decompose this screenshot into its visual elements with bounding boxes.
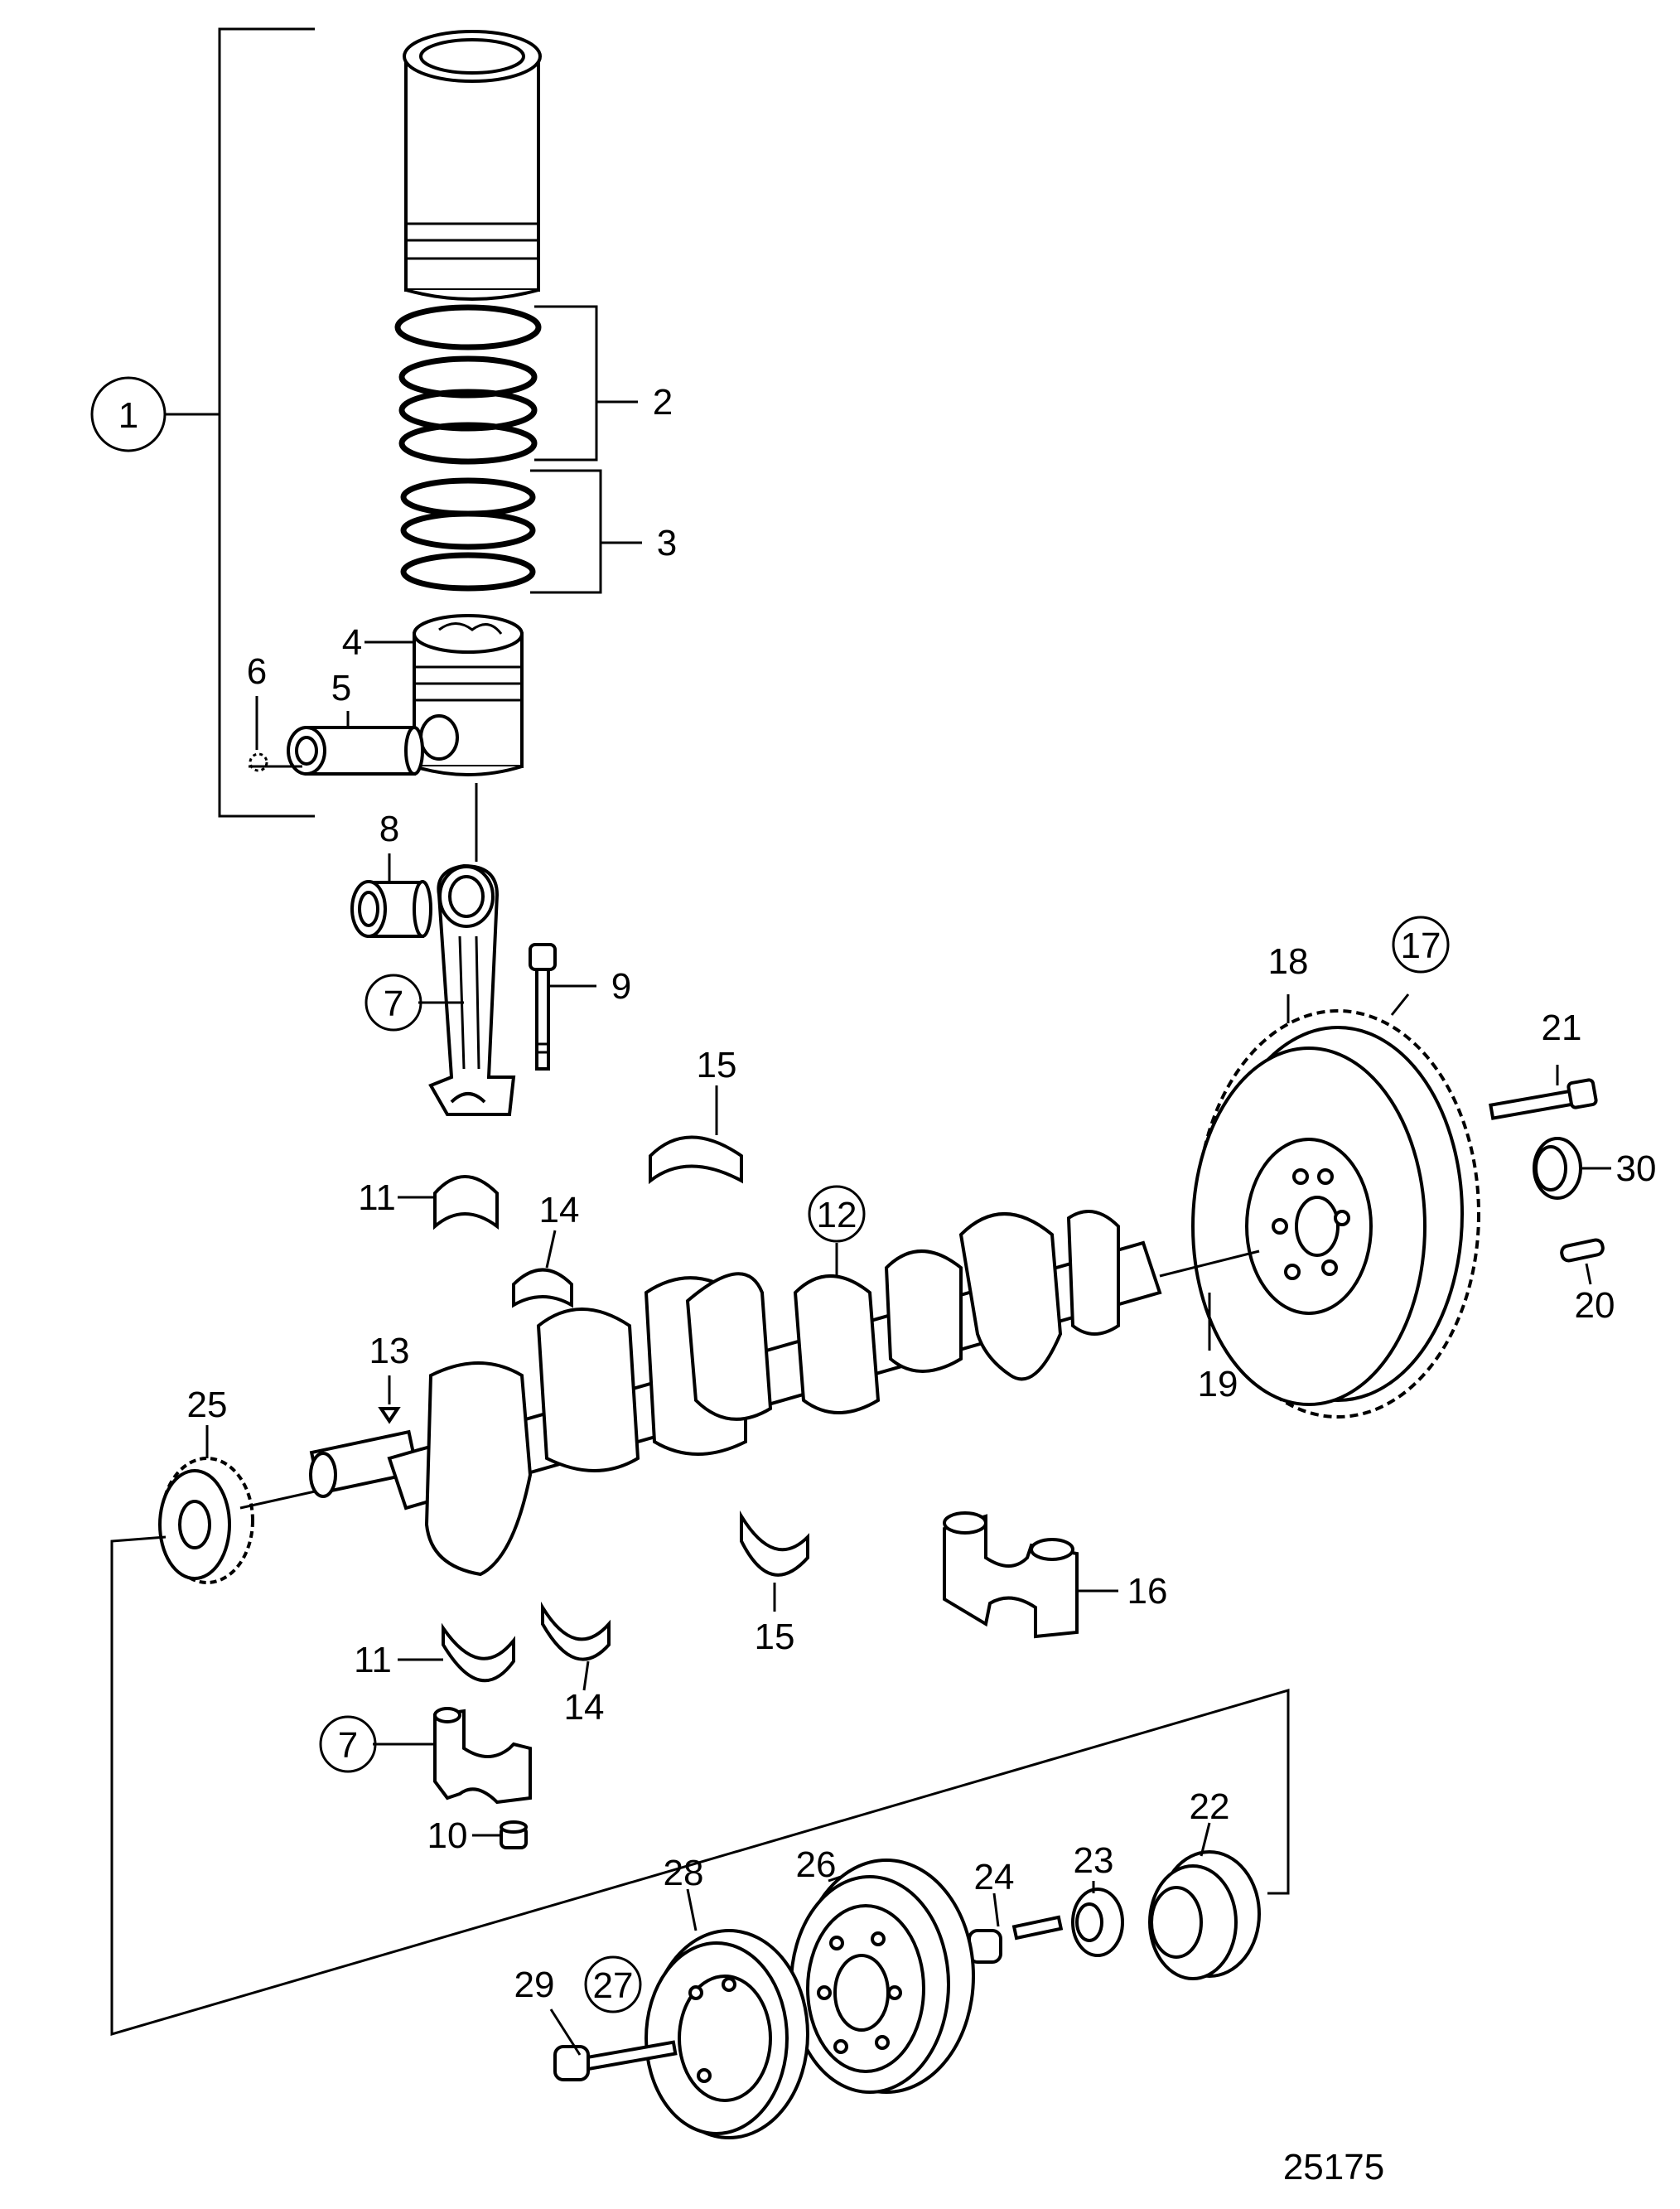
woodruff-key [378, 1375, 401, 1424]
flywheel [1159, 993, 1480, 1419]
callout-1: 1 [118, 395, 138, 436]
front-group-frame [110, 1535, 1290, 2037]
callout-7-cap: 7 [338, 1725, 358, 1766]
callout-9: 9 [611, 966, 631, 1007]
main-bearing-cap [943, 1511, 1118, 1639]
callout-30: 30 [1616, 1148, 1657, 1189]
vibration-damper [644, 1888, 809, 2139]
callout-25: 25 [187, 1385, 228, 1425]
callout-5: 5 [331, 668, 351, 708]
pulley [789, 1859, 975, 2094]
flywheel-bolt [1489, 1065, 1598, 1120]
callouts: 1 2 3 4 5 6 7 7 8 9 10 11 11 12 13 14 14 [90, 376, 1657, 2013]
callout-14-lower: 14 [564, 1687, 605, 1728]
connecting-rod [418, 783, 516, 1116]
connecting-rod-cap [373, 1707, 532, 1805]
callout-3: 3 [657, 523, 677, 563]
callout-6: 6 [247, 651, 267, 692]
callout-18: 18 [1268, 941, 1309, 982]
callout-11-upper: 11 [358, 1177, 396, 1218]
piston [364, 614, 524, 776]
cylinder-liner [403, 30, 542, 301]
callout-14-upper: 14 [539, 1190, 580, 1230]
crankshaft-gear [158, 1425, 316, 1584]
callout-23: 23 [1074, 1840, 1114, 1881]
callout-10: 10 [427, 1815, 468, 1856]
bearing-shell-14-upper [512, 1230, 573, 1308]
callout-11-lower: 11 [354, 1640, 392, 1680]
washer [1071, 1881, 1124, 1957]
hub [1148, 1822, 1261, 1980]
callout-15-lower: 15 [755, 1617, 795, 1657]
callout-24: 24 [974, 1857, 1015, 1897]
callout-7-rod: 7 [384, 984, 403, 1024]
callout-19: 19 [1198, 1364, 1238, 1404]
callout-4: 4 [342, 622, 362, 663]
group-1-bracket [166, 27, 315, 818]
bearing-shell-11-upper [398, 1175, 499, 1230]
callout-2: 2 [653, 382, 673, 423]
callout-29: 29 [514, 1965, 555, 2005]
bearing-shell-11-lower [398, 1622, 515, 1683]
callout-21: 21 [1542, 1008, 1582, 1048]
callout-16: 16 [1127, 1571, 1168, 1612]
callout-26: 26 [796, 1844, 837, 1885]
callout-27: 27 [593, 1965, 634, 2006]
connecting-rod-bolt [529, 943, 596, 1071]
drawing-number: 25175 [1283, 2147, 1384, 2187]
bearing-shell-15-upper [649, 1085, 743, 1185]
callout-28: 28 [664, 1853, 704, 1893]
bearing-shell-14-lower [541, 1601, 611, 1691]
dowel-pin [1560, 1238, 1605, 1285]
bearing-shell-15-lower [740, 1510, 809, 1612]
callout-17: 17 [1401, 926, 1441, 966]
small-end-bushing [350, 853, 432, 938]
piston-pin [249, 696, 424, 776]
callout-15-upper: 15 [697, 1045, 737, 1085]
callout-20: 20 [1575, 1285, 1615, 1326]
piston-rings-oil [400, 469, 642, 594]
callout-12: 12 [817, 1195, 857, 1235]
crankshaft [309, 1210, 1162, 1577]
callout-22: 22 [1190, 1786, 1230, 1827]
callout-13: 13 [369, 1331, 410, 1371]
damper-screw [549, 2008, 678, 2081]
piston-rings-compression [394, 304, 638, 465]
pilot-bearing [1533, 1137, 1611, 1200]
damper-bolt [968, 1892, 1064, 1964]
rod-nut [472, 1820, 528, 1849]
callout-8: 8 [379, 809, 399, 849]
